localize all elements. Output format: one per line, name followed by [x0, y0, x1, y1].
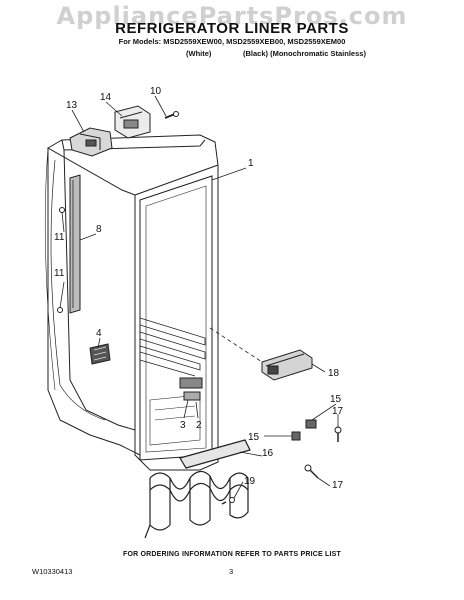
heater-coil [144, 439, 251, 539]
variant-white: (White) [186, 49, 212, 58]
callout-8: 8 [96, 224, 102, 235]
model-list: For Models: MSD2559XEW00, MSD2559XEB00, … [118, 37, 346, 46]
leader-lines [59, 95, 339, 499]
shelf-rails [139, 317, 206, 377]
vent-part [89, 343, 111, 365]
callout-17-upper: 17 [332, 406, 344, 417]
screw-17-lower [304, 464, 319, 479]
watermark: AppliancePartsPros.com [56, 2, 408, 30]
variant-black-stainless: (Black) (Monochromatic Stainless) [243, 49, 366, 58]
page-title: REFRIGERATOR LINER PARTS [115, 20, 349, 37]
ordering-note: FOR ORDERING INFORMATION REFER TO PARTS … [122, 551, 342, 558]
part-3-2 [179, 377, 203, 401]
screw-10 [164, 111, 179, 119]
callout-2: 2 [196, 420, 202, 431]
callout-1: 1 [248, 158, 254, 169]
screw-19 [221, 497, 235, 505]
callout-10: 10 [150, 86, 162, 97]
callout-17-lower: 17 [332, 480, 344, 491]
leader-18 [209, 327, 263, 363]
callout-15-upper: 15 [330, 394, 342, 405]
callout-11-upper: 11 [54, 232, 65, 243]
callout-11-lower: 11 [54, 268, 65, 279]
callout-13: 13 [66, 100, 78, 111]
callout-19: 19 [244, 476, 256, 487]
clip-15 [291, 419, 317, 441]
document-number: W10330413 [32, 567, 73, 576]
callout-18: 18 [328, 368, 340, 379]
screw-11-lower [57, 307, 63, 313]
screw-11-upper [59, 207, 65, 213]
callout-14: 14 [100, 92, 112, 103]
bracket [114, 105, 151, 139]
trim-strip [69, 174, 81, 314]
callout-labels: 13 14 10 1 11 8 11 4 18 3 2 15 17 15 16 … [54, 86, 344, 491]
cover-part-18 [261, 349, 313, 381]
callout-3: 3 [180, 420, 186, 431]
callout-4: 4 [96, 328, 102, 339]
page-number: 3 [229, 567, 234, 576]
callout-16: 16 [262, 448, 274, 459]
screw-17-upper [334, 426, 342, 442]
light-housing [69, 127, 113, 157]
callout-15-lower: 15 [248, 432, 260, 443]
